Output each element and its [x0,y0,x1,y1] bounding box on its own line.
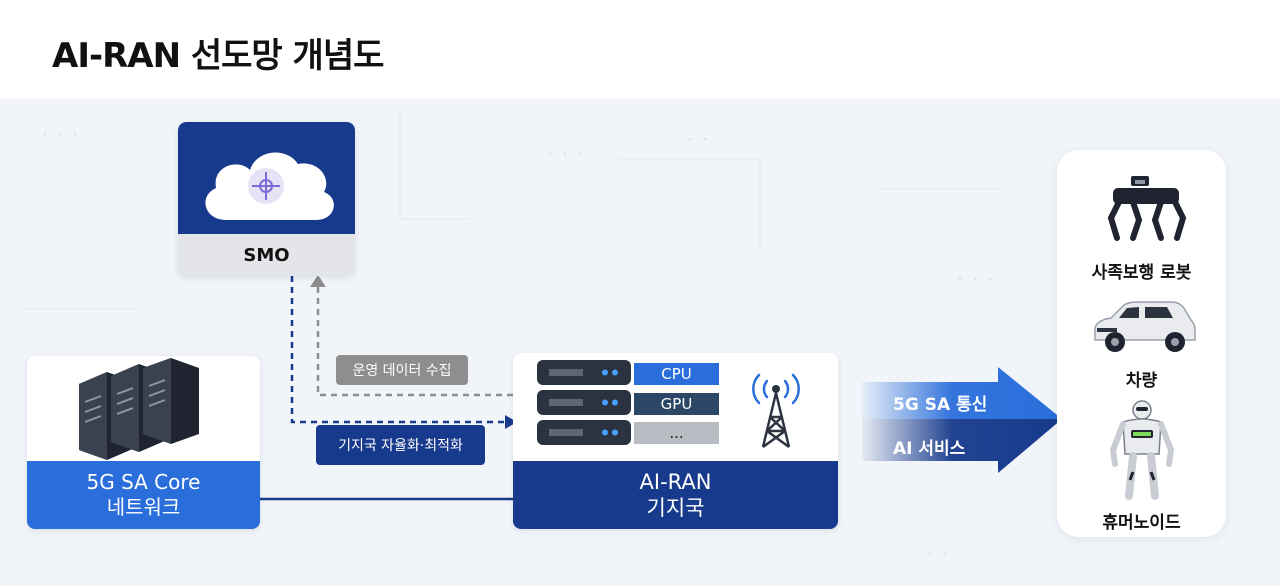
device-label-vehicle: 차량 [1125,371,1158,391]
server-tower-icon [79,358,199,460]
ai-service-label: AI 서비스 [893,439,966,459]
ai-ran-base-station-label: AI-RAN 기지국 [513,461,838,529]
more-chip: ... [634,422,719,444]
core-network-label: 5G SA Core 네트워크 [27,461,260,529]
ai-ran-line2: 기지국 [646,496,705,520]
data-collection-tag: 운영 데이터 수집 [336,355,468,385]
gpu-chip: GPU [634,393,719,415]
ai-ran-base-station-card: CPU GPU ... AI-RAN 기지국 [513,353,838,529]
core-network-card: 5G SA Core 네트워크 [27,356,260,529]
devices-panel: 사족보행 로봇 차량 휴머노이드 [1057,150,1226,537]
server-rack-icon [537,360,631,445]
optimize-arrowhead [505,415,517,429]
ai-ran-line1: AI-RAN [639,470,712,494]
quadruped-robot-icon [1107,176,1187,241]
device-label-humanoid: 휴머노이드 [1102,513,1181,533]
antenna-tower-icon [752,373,800,449]
smo-card: SMO [178,122,355,276]
page-title: AI-RAN 선도망 개념도 [52,36,384,76]
optimize-path [290,276,507,424]
diagram-canvas: SMO 5G SA Core 네트워크 [0,99,1280,586]
cloud-icon [205,152,334,220]
cpu-chip: CPU [634,363,719,385]
humanoid-robot-icon [1109,400,1175,500]
autonomous-optimization-tag: 기지국 자율화·최적화 [316,425,485,465]
vehicle-icon [1094,301,1196,352]
band-lower-arrow [862,419,1062,473]
collect-arrowhead [310,275,326,287]
core-network-line2: 네트워크 [106,495,181,519]
smo-label: SMO [178,234,355,276]
core-network-line1: 5G SA Core [86,470,201,494]
5g-sa-communication-label: 5G SA 통신 [893,395,988,415]
connector-layer [20,109,1062,556]
band-upper-arrow [862,367,1062,419]
device-label-quadruped: 사족보행 로봇 [1091,263,1192,283]
